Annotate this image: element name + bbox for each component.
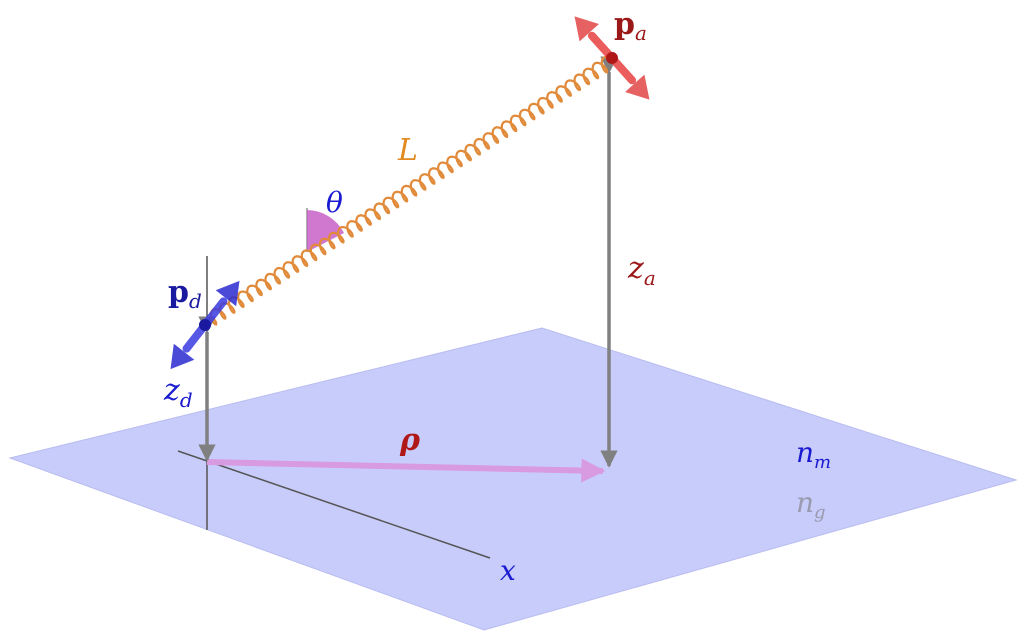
interface-plane bbox=[8, 327, 1018, 631]
x-axis-line bbox=[177, 450, 491, 559]
glass-index-label: ng bbox=[796, 486, 826, 523]
za-label: za bbox=[627, 251, 656, 290]
acceptor-dipole-label: pa bbox=[614, 7, 647, 45]
rho-label: ρ bbox=[399, 423, 421, 458]
zd-label: zd bbox=[163, 373, 193, 412]
separation-L-label: L bbox=[397, 133, 418, 168]
interaction-spring bbox=[209, 55, 614, 326]
rho-arrow bbox=[206, 458, 606, 483]
donor-dipole bbox=[170, 280, 240, 370]
theta-angle-wedge bbox=[307, 210, 344, 252]
donor-dipole-label: pd bbox=[168, 275, 202, 313]
medium-index-label: nm bbox=[796, 436, 831, 473]
acceptor-dipole bbox=[574, 16, 650, 100]
theta-label: θ bbox=[326, 186, 343, 219]
x-axis-label: x bbox=[500, 554, 516, 587]
